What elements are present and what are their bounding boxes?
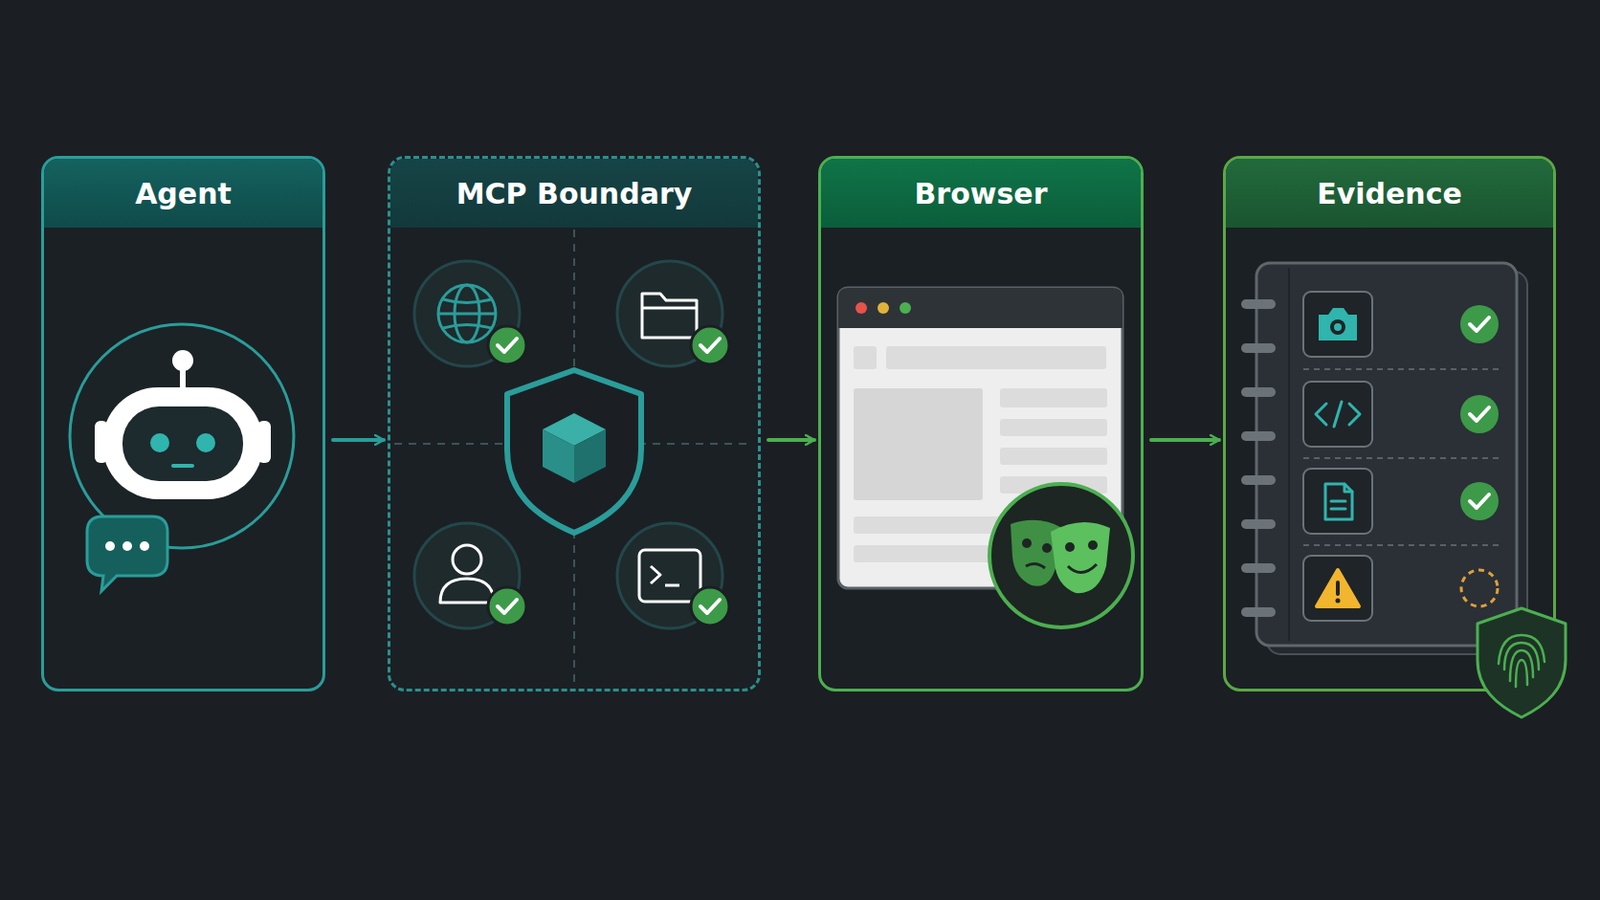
agent-illustration xyxy=(69,324,294,592)
panel-title: Agent xyxy=(134,177,232,211)
panel-title: MCP Boundary xyxy=(456,177,693,211)
flow-arrow xyxy=(768,438,815,443)
check-badge xyxy=(488,326,730,626)
panel-title: Browser xyxy=(914,177,1048,211)
mcp-illustration xyxy=(394,229,753,689)
panel-header: Browser xyxy=(821,158,1141,228)
panel-header: MCP Boundary xyxy=(390,158,758,228)
flow-arrow xyxy=(1151,438,1220,443)
flow-arrow xyxy=(333,438,384,443)
panel-box: Evidence xyxy=(1222,155,1556,692)
panel-title: Evidence xyxy=(1316,177,1463,211)
panel-box: Browser xyxy=(818,155,1144,692)
panel-box: MCP Boundary xyxy=(387,155,761,692)
browser-illustration xyxy=(838,288,1134,628)
panel-header: Agent xyxy=(44,158,323,228)
evidence-illustration xyxy=(1241,263,1566,718)
panel-box: Agent xyxy=(41,155,326,692)
panel-header: Evidence xyxy=(1225,158,1554,228)
